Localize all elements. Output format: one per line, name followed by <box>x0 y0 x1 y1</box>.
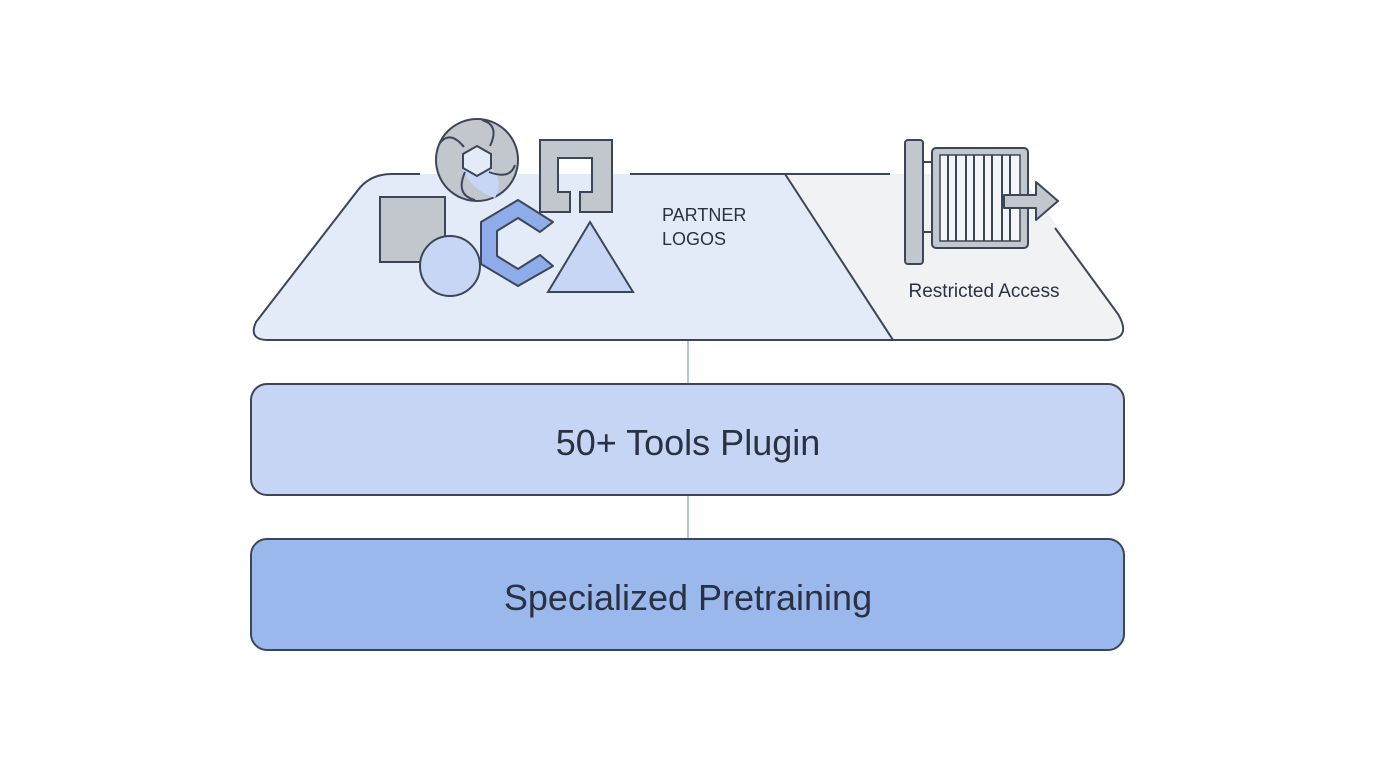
partner-logos-label-line1: PARTNER <box>662 205 746 225</box>
aperture-logo-icon <box>435 118 519 202</box>
circle-logo-icon <box>419 235 481 297</box>
partner-logos-label-line2: LOGOS <box>662 229 726 249</box>
tools-plugin-layer <box>250 383 1125 496</box>
triangle-logo-icon <box>546 220 635 293</box>
top-layer-outline <box>252 173 1125 341</box>
hexagon-c-logo-icon <box>480 199 554 287</box>
specialized-pretraining-layer <box>250 538 1125 651</box>
partner-logos <box>379 118 635 297</box>
arrow-right-icon <box>1003 181 1059 221</box>
tools-plugin-label: 50+ Tools Plugin <box>556 422 821 463</box>
specialized-pretraining-label: Specialized Pretraining <box>504 577 872 618</box>
restricted-access-label: Restricted Access <box>909 281 1060 302</box>
top-layer-divider <box>784 173 894 341</box>
bracket-logo-icon <box>539 139 613 213</box>
